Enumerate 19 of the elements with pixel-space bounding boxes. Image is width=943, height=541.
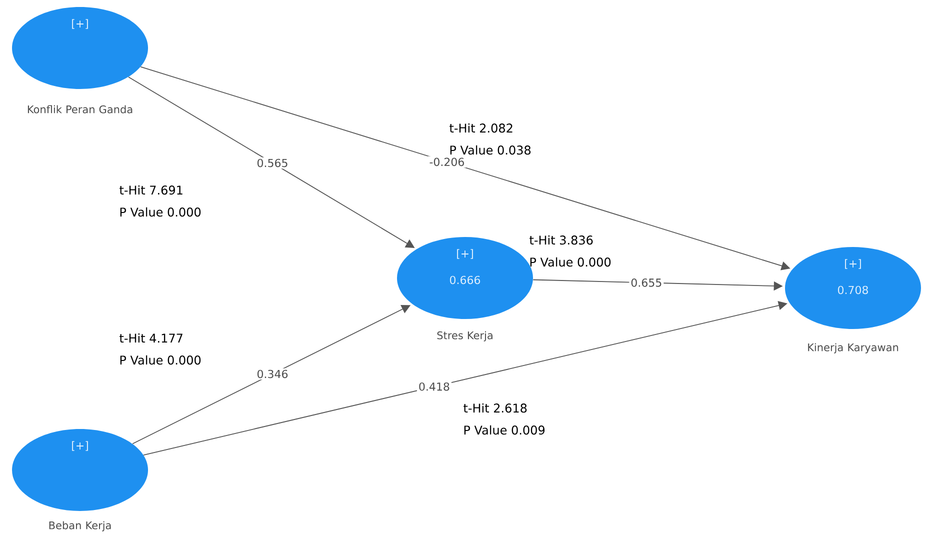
statistic-text: t-Hit 2.082 — [450, 123, 512, 133]
statistic-text: P Value 0.038 — [450, 145, 531, 155]
edge-label: 0.418 — [416, 380, 452, 392]
statistic-text: t-Hit 3.836 — [530, 235, 593, 245]
node-label: Kinerja Karyawan — [808, 343, 898, 354]
edge-label: 0.565 — [255, 157, 290, 169]
statistic-text: P Value 0.000 — [120, 355, 201, 365]
statistic-text: t-Hit 7.691 — [120, 185, 182, 195]
node-label: Stres Kerja — [437, 331, 492, 342]
edge-label: -0.206 — [428, 156, 466, 168]
statistic-text: P Value 0.000 — [530, 257, 611, 267]
statistic-text: t-Hit 4.177 — [120, 333, 182, 343]
node-label: Konflik Peran Ganda — [28, 105, 132, 114]
statistic-text: P Value 0.000 — [120, 207, 201, 217]
node-label: Beban Kerja — [49, 521, 111, 532]
edge-label: 0.655 — [629, 277, 664, 288]
statistic-text: t-Hit 2.618 — [464, 403, 527, 413]
statistic-text: P Value 0.009 — [464, 425, 545, 435]
edge-label: 0.346 — [255, 368, 290, 380]
